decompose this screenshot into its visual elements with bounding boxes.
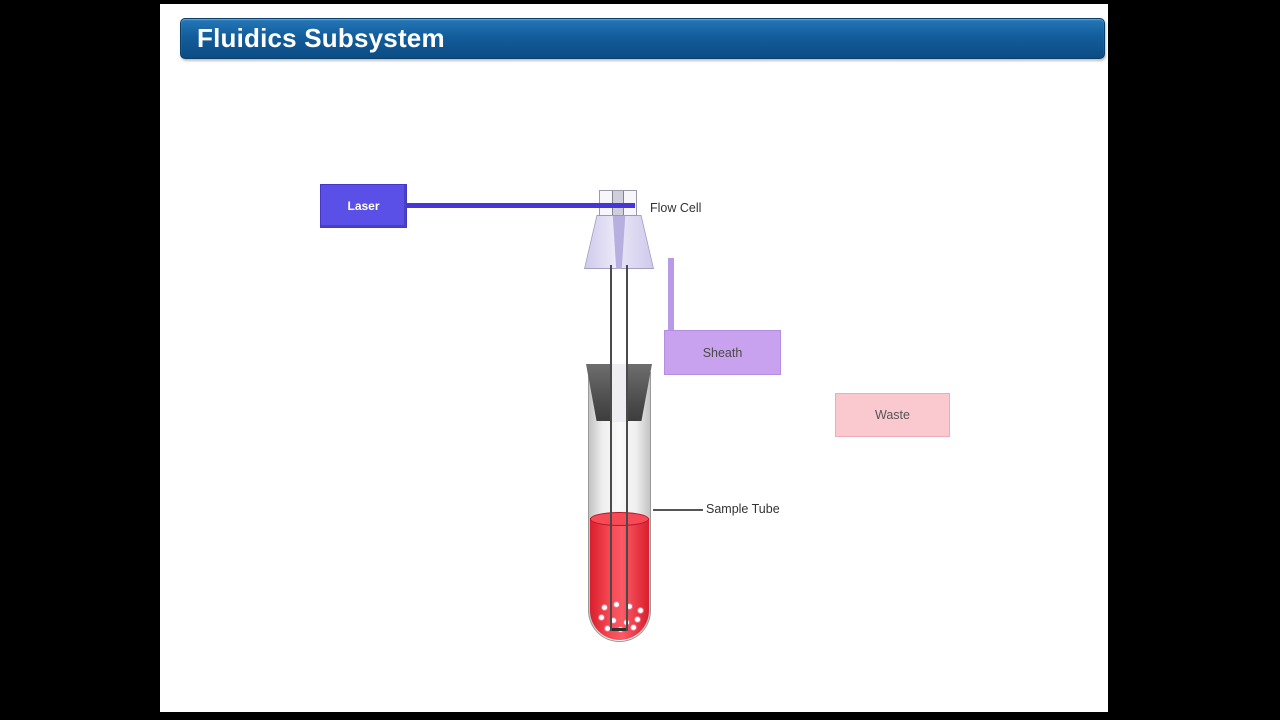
waste-label: Waste <box>875 408 910 422</box>
funnel-core <box>612 215 626 269</box>
sample-liquid-surface <box>590 512 649 526</box>
waste-box: Waste <box>835 393 950 437</box>
capillary-tube <box>610 265 628 631</box>
sheath-label: Sheath <box>702 345 743 360</box>
sheath-box: Sheath <box>664 330 781 375</box>
laser-label: Laser <box>347 199 380 213</box>
title-banner: Fluidics Subsystem <box>180 18 1105 59</box>
laser-beam <box>407 203 635 208</box>
laser-box: Laser <box>320 184 407 228</box>
capillary-end <box>612 628 626 631</box>
sample-tube-pointer-line <box>653 509 703 511</box>
page-title: Fluidics Subsystem <box>197 23 445 53</box>
flow-cell-funnel <box>584 215 654 269</box>
flow-cell-label: Flow Cell <box>650 201 702 215</box>
sheath-tube-line <box>668 258 674 332</box>
slide: Fluidics Subsystem Laser Flow Cell Sheat… <box>160 4 1108 712</box>
sample-tube-label: Sample Tube <box>706 502 780 516</box>
capillary-stopper-gap <box>612 364 626 422</box>
